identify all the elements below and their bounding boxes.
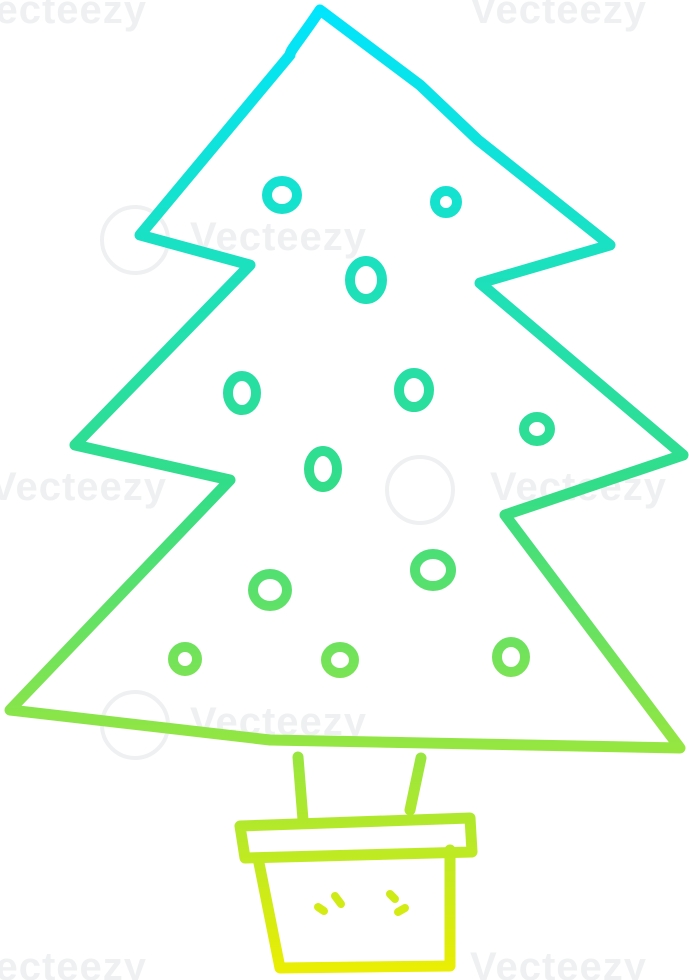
pot-mark — [394, 904, 409, 916]
pot-rim — [234, 812, 478, 864]
ornament — [394, 368, 434, 412]
watermark-text: Vecteezy — [0, 465, 168, 509]
ornament — [345, 256, 387, 304]
pot-mark — [314, 903, 328, 915]
ornament — [519, 412, 555, 446]
ornament — [168, 642, 202, 676]
ornament — [410, 549, 456, 591]
ornament — [430, 186, 462, 218]
watermark-text: Vecteezy — [470, 0, 648, 32]
ornament — [492, 637, 530, 677]
ornament — [321, 642, 359, 678]
pot-body — [252, 844, 456, 974]
tree-trunk — [292, 751, 427, 826]
watermark-text: Vecteezy — [0, 0, 148, 32]
pot-mark — [386, 890, 399, 903]
watermark-logo — [385, 455, 455, 525]
watermark-text: Vecteezy — [0, 945, 148, 980]
ornament — [304, 446, 342, 492]
tree-outline — [4, 4, 689, 754]
ornament — [262, 176, 302, 214]
pot-marks — [314, 890, 409, 916]
ornament — [223, 371, 261, 415]
ornaments-group — [168, 176, 555, 678]
pot-mark — [331, 892, 345, 908]
ornament — [248, 569, 292, 611]
watermark-text: Vecteezy — [470, 945, 648, 980]
